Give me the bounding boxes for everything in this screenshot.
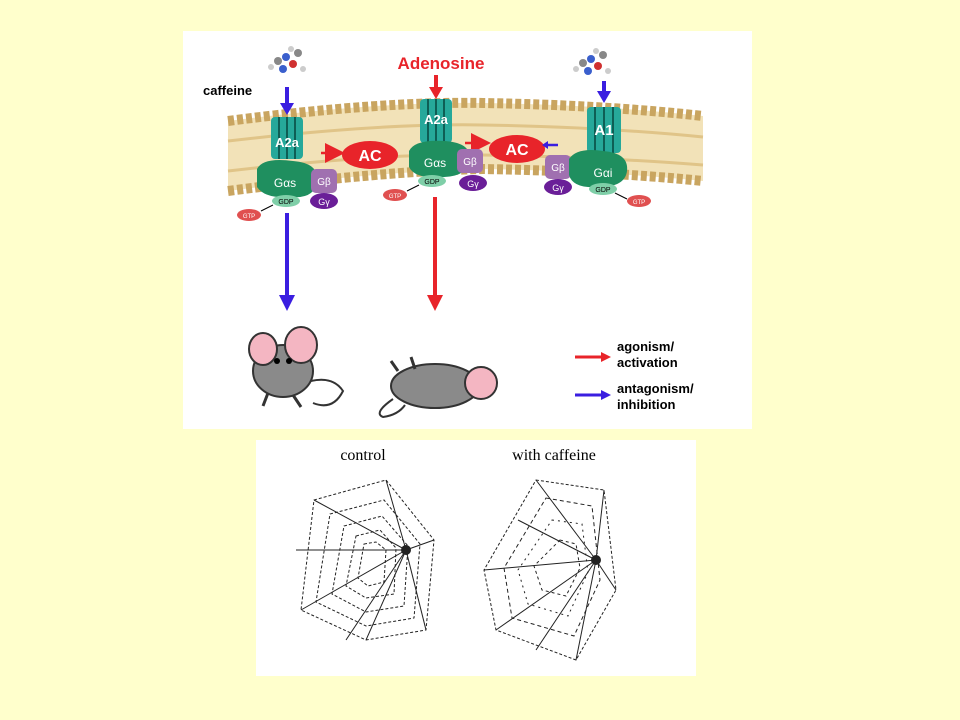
gdp-center-label: GDP — [424, 179, 440, 186]
legend: agonism/ activation antagonism/ inhibiti… — [575, 339, 694, 412]
ac-right-label: AC — [505, 142, 529, 159]
caffeine-web-label: with caffeine — [512, 447, 596, 464]
a2a-receptor-left: A2a — [271, 117, 303, 159]
awake-mouse-illustration — [248, 326, 345, 408]
g-beta-left-label: Gβ — [317, 177, 331, 188]
gdp-left-label: GDP — [278, 199, 294, 206]
gtp-left-label: GTP — [243, 214, 255, 220]
adenosine-label: Adenosine — [398, 54, 485, 73]
g-gamma-right-label: Gγ — [552, 183, 564, 193]
receptor-left-label: A2a — [275, 135, 300, 150]
signaling-diagram: caffeine Adenosine A2a A2a A1 AC AC — [203, 46, 704, 419]
sleeping-mouse-illustration — [378, 356, 498, 419]
ac-left-label: AC — [358, 148, 382, 165]
adenylyl-cyclase-left: AC — [342, 141, 398, 169]
legend-antagonism-line1: antagonism/ — [617, 381, 694, 396]
a2a-receptor-center: A2a — [420, 99, 452, 143]
g-protein-left: Gαs Gβ Gγ GDP GTP — [237, 160, 338, 221]
caffeine-label: caffeine — [203, 83, 252, 98]
g-protein-center: Gαs Gβ Gγ GDP GTP — [383, 140, 487, 201]
legend-agonism-line1: agonism/ — [617, 339, 674, 354]
g-alpha-s-left-label: Gαs — [274, 176, 296, 190]
caffeine-spider-web — [483, 479, 617, 661]
g-beta-center-label: Gβ — [463, 157, 477, 168]
g-gamma-center-label: Gγ — [467, 179, 479, 189]
gtp-right-label: GTP — [633, 200, 645, 206]
legend-antagonism-line2: inhibition — [617, 397, 676, 412]
g-beta-right-label: Gβ — [551, 163, 565, 174]
caffeine-molecule-left — [268, 46, 306, 73]
spider-web-panel: control with caffeine — [256, 440, 696, 676]
caffeine-molecule-right — [573, 48, 611, 75]
spider-web-figure: control with caffeine — [296, 447, 617, 661]
control-spider-web — [296, 479, 435, 641]
a1-receptor-right: A1 — [587, 107, 621, 153]
receptor-right-label: A1 — [594, 122, 613, 139]
g-alpha-s-center-label: Gαs — [424, 156, 446, 170]
gdp-right-label: GDP — [595, 187, 611, 194]
g-gamma-left-label: Gγ — [318, 197, 330, 207]
gtp-center-label: GTP — [389, 194, 401, 200]
receptor-center-label: A2a — [424, 112, 449, 127]
g-alpha-i-right-label: Gαi — [594, 166, 613, 180]
legend-agonism-line2: activation — [617, 355, 678, 370]
g-protein-right: Gβ Gαi Gγ GDP GTP — [544, 150, 651, 207]
signaling-diagram-panel: caffeine Adenosine A2a A2a A1 AC AC — [183, 31, 752, 429]
adenylyl-cyclase-right: AC — [489, 135, 545, 163]
control-label: control — [340, 447, 386, 464]
